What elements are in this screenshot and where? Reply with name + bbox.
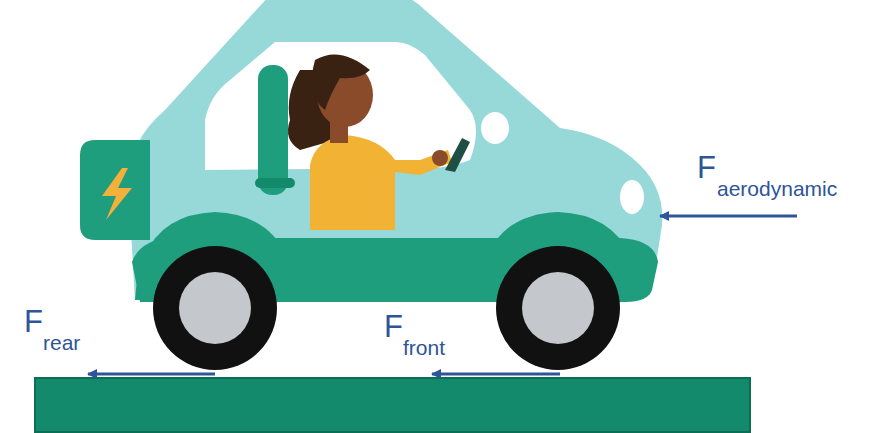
force-subscript: rear bbox=[43, 332, 80, 353]
headlight bbox=[620, 180, 644, 214]
rear-light bbox=[143, 75, 174, 108]
force-subscript: front bbox=[403, 337, 445, 358]
car-seat bbox=[258, 65, 288, 195]
wheel-hub bbox=[179, 272, 251, 344]
seat-handle bbox=[255, 178, 295, 188]
battery-box bbox=[80, 140, 150, 240]
side-light bbox=[481, 112, 509, 144]
force-arrow bbox=[88, 373, 215, 376]
wheel-hub bbox=[522, 272, 594, 344]
driver-shirt bbox=[310, 135, 452, 230]
front-wheel bbox=[496, 246, 620, 370]
steering-wheel bbox=[445, 138, 470, 172]
force-arrow bbox=[660, 215, 797, 218]
force-symbol: F bbox=[24, 306, 43, 337]
force-arrow bbox=[432, 373, 560, 376]
force-symbol: F bbox=[384, 311, 403, 342]
driver-hand bbox=[432, 150, 448, 166]
driver-hair bbox=[312, 54, 370, 110]
ground-bar bbox=[35, 378, 750, 432]
rear-wheel bbox=[153, 246, 277, 370]
force-symbol: F bbox=[697, 152, 716, 183]
lightning-symbol bbox=[102, 168, 132, 220]
force-subscript: aerodynamic bbox=[717, 178, 837, 199]
